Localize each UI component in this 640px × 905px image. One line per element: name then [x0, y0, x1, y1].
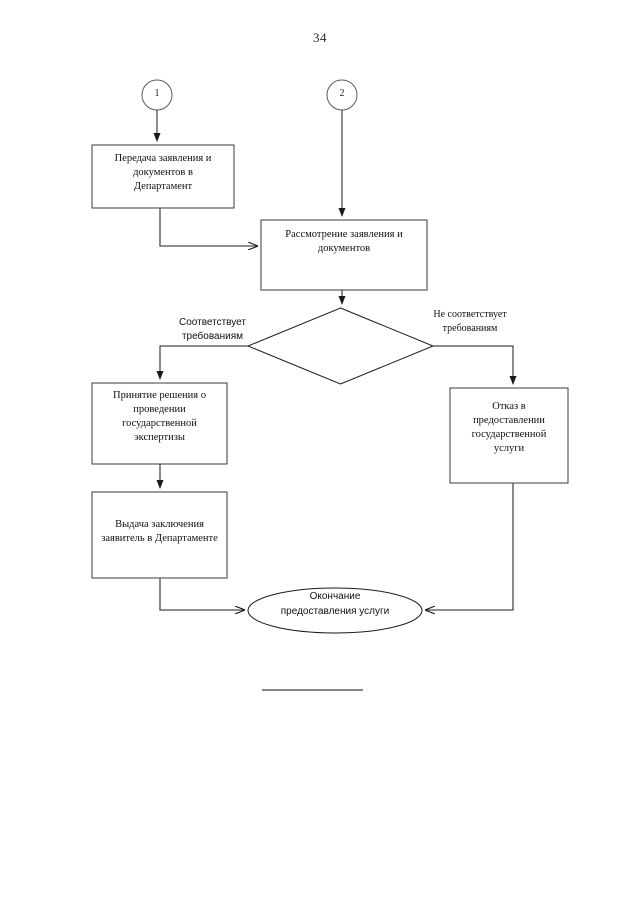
node-issue[interactable] — [92, 492, 227, 578]
edge-refusal-to-end — [426, 483, 514, 610]
branch-label-not-conforms: Не соответствует требованиям — [433, 309, 507, 334]
edge-decision-to-approve — [156, 345, 248, 380]
edge-decision-to-refusal — [433, 345, 517, 385]
node-end[interactable] — [248, 588, 422, 633]
node-end-ellipse — [247, 587, 423, 634]
node-refusal[interactable] — [450, 388, 568, 483]
node-end-label: Окончание предоставления услуги — [280, 591, 390, 617]
connector-node-1[interactable] — [142, 80, 172, 110]
edge-issue-to-end — [159, 578, 244, 610]
node-decision-diamond — [246, 307, 435, 385]
node-transfer[interactable] — [92, 145, 234, 208]
node-approve-box — [91, 382, 228, 465]
branch-label-conforms: Соответствует требованиям — [179, 317, 246, 342]
connector-label-2: 2 — [339, 88, 345, 99]
node-refusal-box — [449, 387, 569, 484]
connector-node-2[interactable] — [327, 80, 357, 110]
edge-transfer-to-review — [159, 208, 257, 246]
node-decision[interactable] — [248, 308, 433, 384]
node-transfer-box — [91, 144, 235, 209]
node-review-box — [260, 219, 428, 291]
connector-label-1: 1 — [154, 88, 160, 99]
node-review[interactable] — [261, 220, 427, 290]
node-approve[interactable] — [92, 383, 227, 464]
page-number: 34 — [313, 30, 327, 45]
